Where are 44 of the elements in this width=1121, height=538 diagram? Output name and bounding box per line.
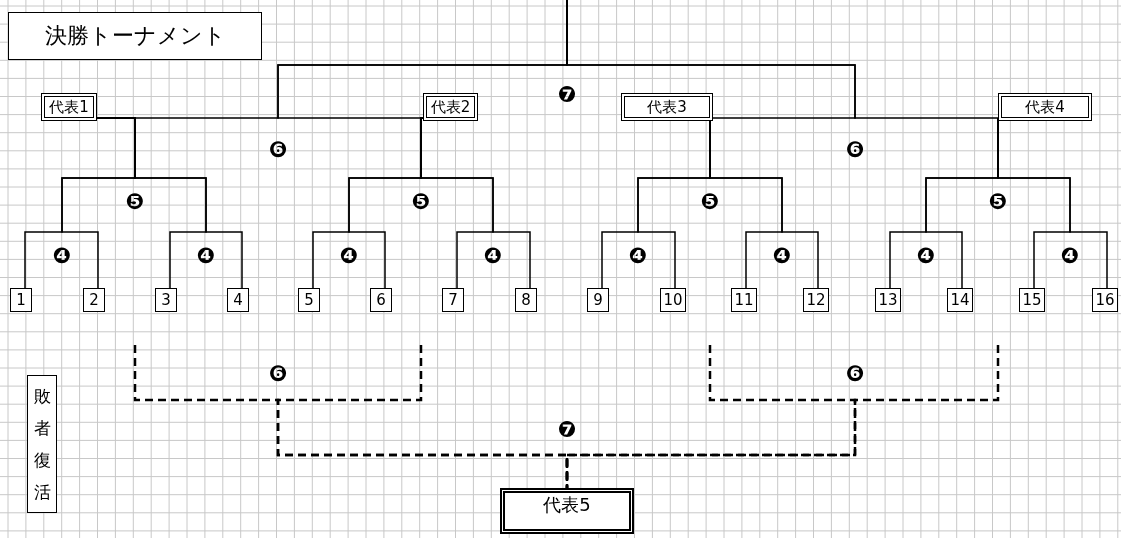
round-number: ❻ bbox=[268, 362, 288, 386]
representative-box: 代表1 bbox=[41, 93, 97, 121]
round-number: ❺ bbox=[700, 190, 720, 214]
team-number-box: 13 bbox=[875, 288, 901, 312]
round-number: ❺ bbox=[411, 190, 431, 214]
round-number: ❹ bbox=[483, 244, 503, 268]
title-box: 決勝トーナメント bbox=[8, 12, 262, 60]
team-number-box: 15 bbox=[1019, 288, 1045, 312]
repechage-box: 敗者復活 bbox=[27, 375, 57, 513]
team-number-box: 12 bbox=[803, 288, 829, 312]
round-number: ❺ bbox=[125, 190, 145, 214]
team-number-box: 6 bbox=[370, 288, 392, 312]
team-number-box: 7 bbox=[442, 288, 464, 312]
round-number: ❹ bbox=[339, 244, 359, 268]
round-number: ❼ bbox=[557, 418, 577, 442]
round-number: ❺ bbox=[988, 190, 1008, 214]
team-number-box: 11 bbox=[731, 288, 757, 312]
team-number-box: 10 bbox=[660, 288, 686, 312]
team-number-box: 3 bbox=[155, 288, 177, 312]
round-number: ❹ bbox=[196, 244, 216, 268]
team-number-box: 8 bbox=[515, 288, 537, 312]
bracket-line bbox=[566, 0, 999, 119]
round-number: ❼ bbox=[557, 83, 577, 107]
round-number: ❹ bbox=[916, 244, 936, 268]
dashed-bracket-line bbox=[565, 345, 857, 488]
representative-box: 代表2 bbox=[423, 93, 478, 121]
team-number-box: 2 bbox=[83, 288, 105, 312]
team-number-box: 5 bbox=[298, 288, 320, 312]
round-number: ❹ bbox=[772, 244, 792, 268]
dashed-bracket-line bbox=[565, 345, 1000, 488]
team-number-box: 1 bbox=[10, 288, 32, 312]
representative-box: 代表4 bbox=[998, 93, 1092, 121]
team-number-box: 4 bbox=[227, 288, 249, 312]
representative-box: 代表5 bbox=[500, 488, 634, 534]
round-number: ❻ bbox=[845, 362, 865, 386]
round-number: ❻ bbox=[268, 138, 288, 162]
round-number: ❹ bbox=[1060, 244, 1080, 268]
representative-box: 代表3 bbox=[621, 93, 713, 121]
round-number: ❻ bbox=[845, 138, 865, 162]
round-number: ❹ bbox=[628, 244, 648, 268]
team-number-box: 14 bbox=[947, 288, 973, 312]
team-number-box: 9 bbox=[587, 288, 609, 312]
team-number-box: 16 bbox=[1092, 288, 1118, 312]
round-number: ❹ bbox=[52, 244, 72, 268]
